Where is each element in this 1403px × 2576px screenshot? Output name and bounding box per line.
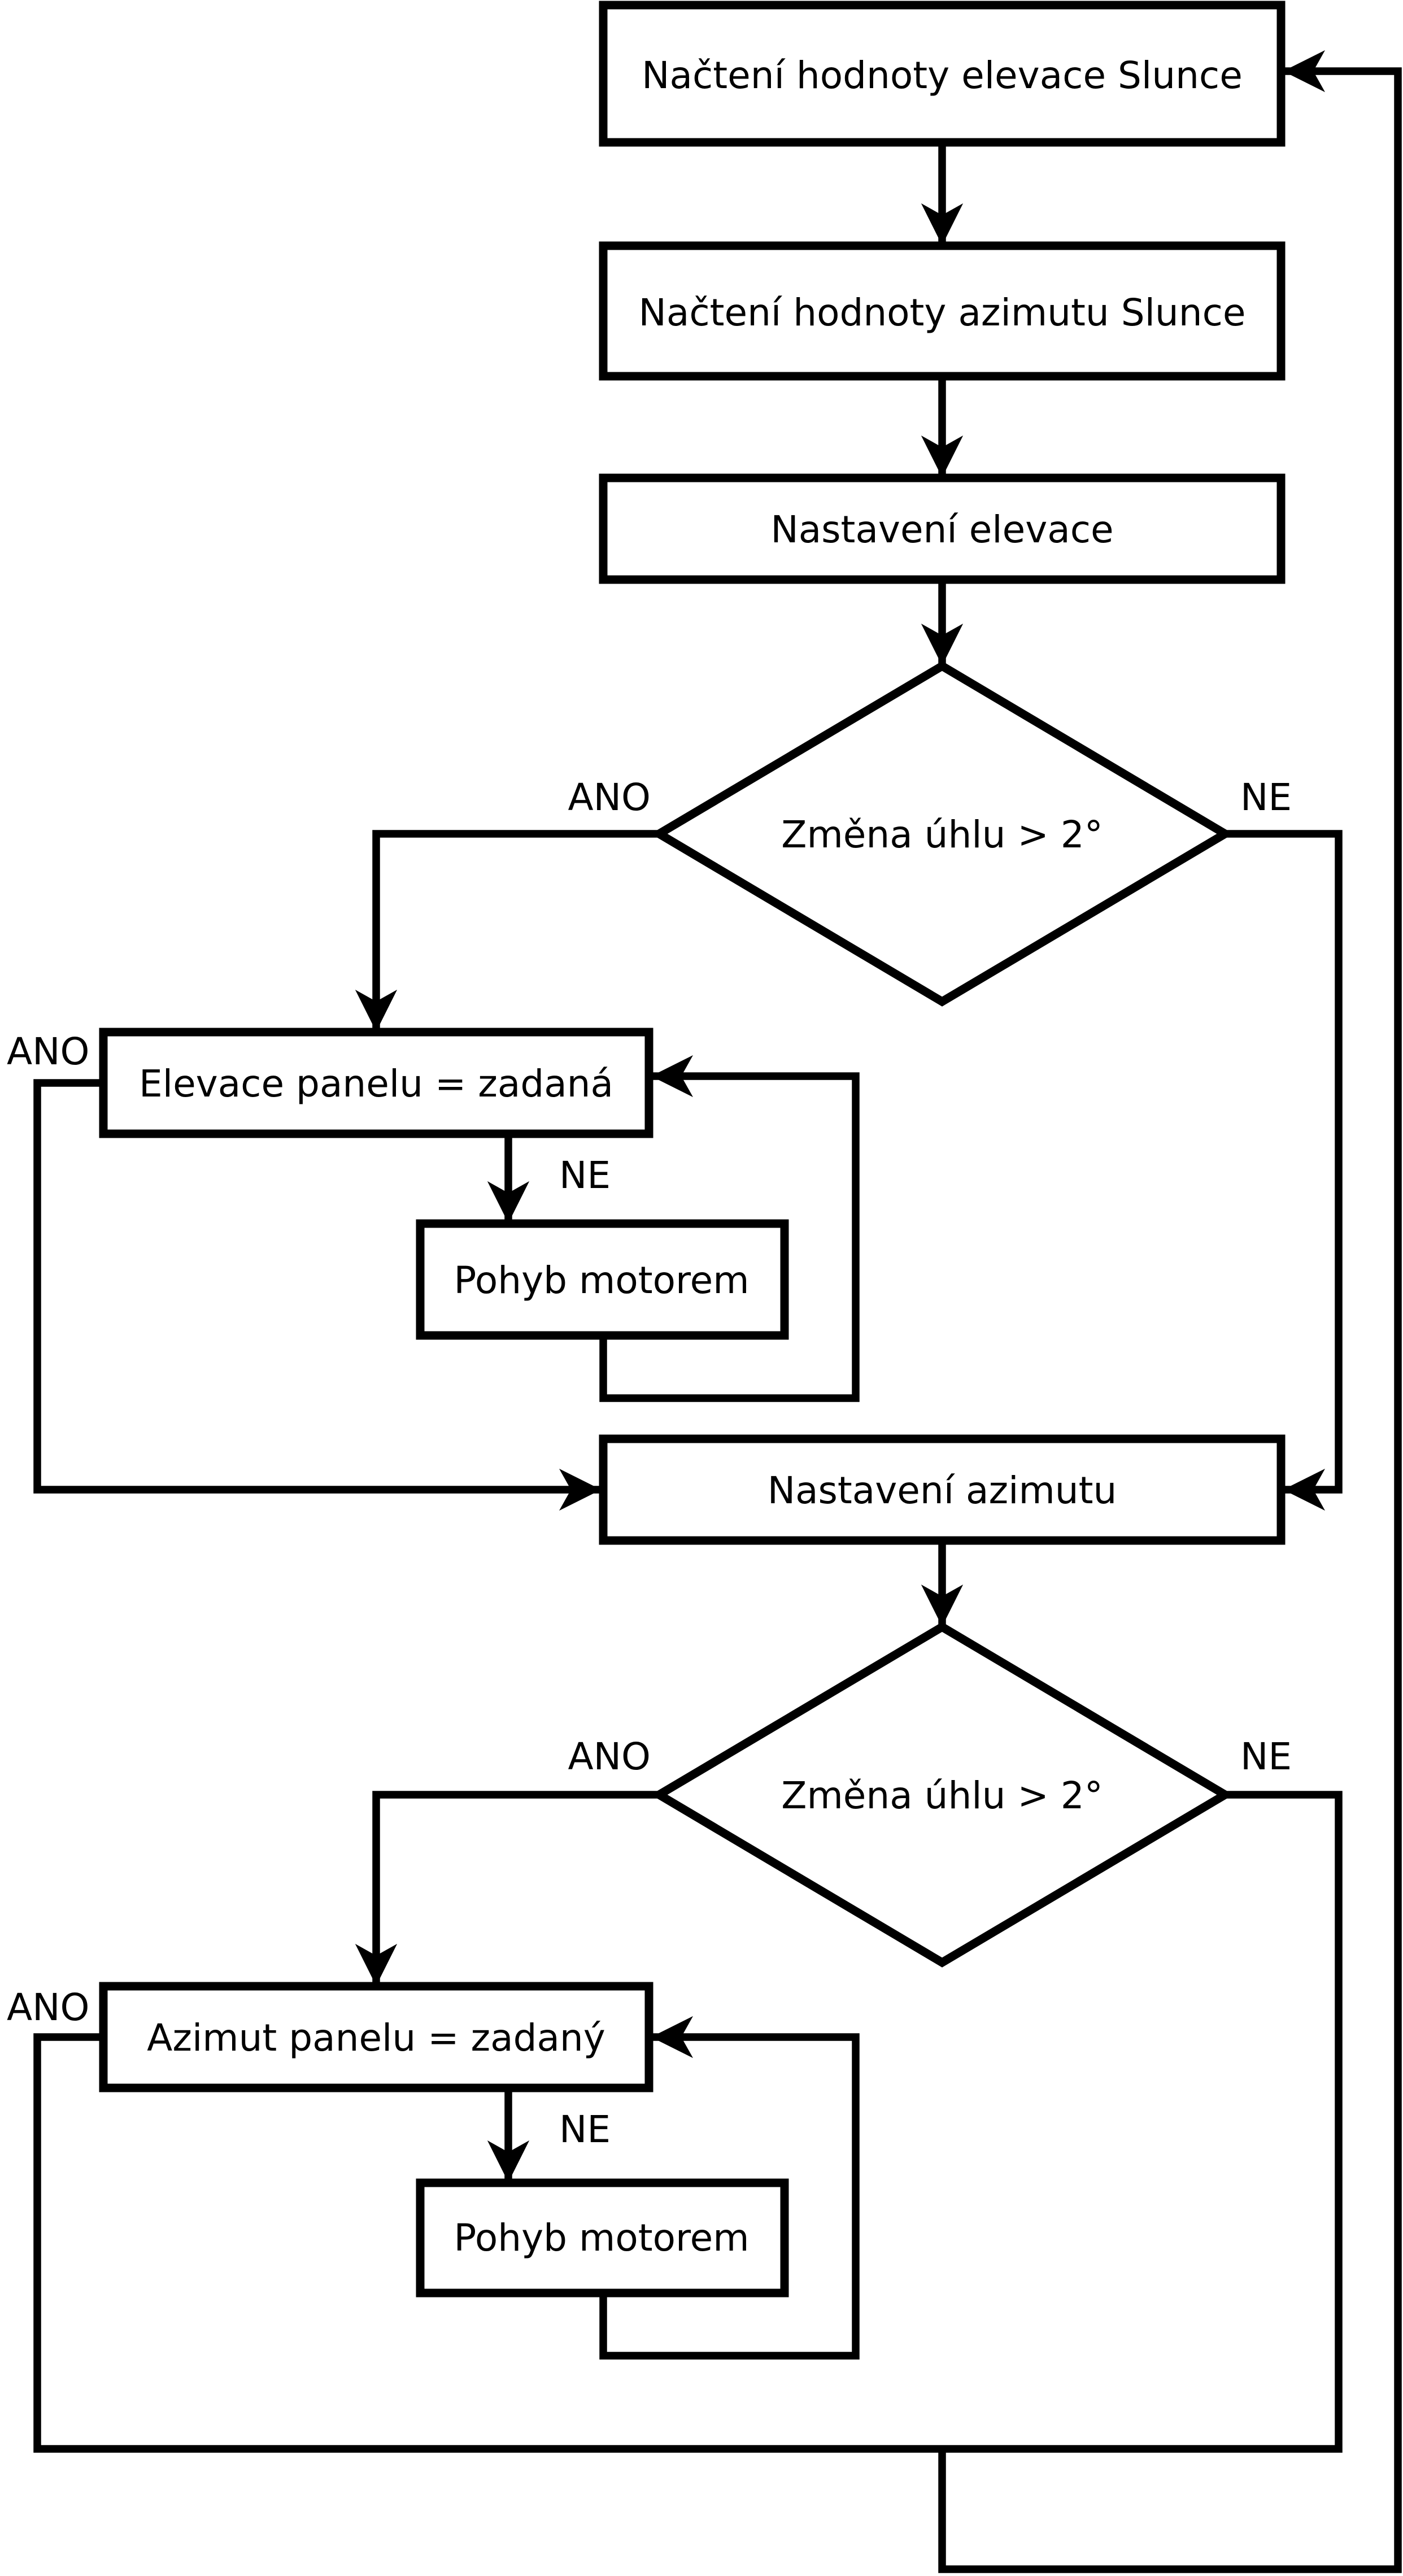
edge-decision-elevation-yes — [355, 830, 659, 1032]
node-set-elevation-box — [599, 473, 1286, 584]
node-motor-azimuth-box — [416, 2178, 789, 2297]
node-read-azimuth-label: Načtení hodnoty azimutu Slunce — [639, 291, 1246, 334]
edge-motor-azimuth-loop — [599, 2016, 860, 2360]
node-decision-elevation-diamond — [651, 661, 1234, 1007]
edge-decision-elevation-no — [1225, 830, 1343, 1511]
edge-decision-azimuth-yes — [355, 1791, 659, 1986]
node-set-elevation-label: Nastavení elevace — [770, 508, 1113, 551]
node-decision-azimuth: Změna úhlu > 2° — [651, 1622, 1234, 1968]
node-set-azimuth: Nastavení azimutu — [599, 1434, 1286, 1545]
node-read-elevation: Načtení hodnoty elevace Slunce — [599, 1, 1286, 147]
label-decision-elevation-yes: ANO — [568, 776, 651, 819]
label-decision-azimuth-no: NE — [1240, 1735, 1292, 1778]
node-decision-azimuth-label: Změna úhlu > 2° — [781, 1774, 1103, 1817]
node-motor-elevation-label: Pohyb motorem — [454, 1259, 749, 1302]
node-panel-azimuth: Azimut panelu = zadaný — [99, 1982, 653, 2092]
edge-return-loop — [938, 50, 1402, 2573]
node-motor-azimuth: Pohyb motorem — [416, 2178, 789, 2297]
label-panel-azimuth-no: NE — [559, 2108, 611, 2151]
node-panel-elevation-box — [99, 1028, 653, 1138]
node-decision-elevation: Změna úhlu > 2° — [651, 661, 1234, 1007]
node-panel-azimuth-label: Azimut panelu = zadaný — [147, 2016, 605, 2060]
node-set-azimuth-box — [599, 1434, 1286, 1545]
node-set-elevation: Nastavení elevace — [599, 473, 1286, 584]
label-decision-elevation-no: NE — [1240, 776, 1292, 819]
node-decision-azimuth-diamond — [651, 1622, 1234, 1968]
node-read-azimuth: Načtení hodnoty azimutu Slunce — [599, 241, 1286, 381]
node-motor-elevation-box — [416, 1219, 789, 1340]
node-motor-azimuth-label: Pohyb motorem — [454, 2216, 749, 2260]
edge-yes-no-merge-bus — [33, 1791, 1343, 2453]
node-panel-elevation: Elevace panelu = zadaná — [99, 1028, 653, 1138]
node-decision-elevation-label: Změna úhlu > 2° — [781, 813, 1103, 856]
node-panel-elevation-label: Elevace panelu = zadaná — [139, 1062, 613, 1106]
node-set-azimuth-label: Nastavení azimutu — [768, 1469, 1117, 1512]
node-read-elevation-box — [599, 1, 1286, 147]
edge-panel-elevation-yes — [33, 1079, 602, 1511]
label-panel-azimuth-yes: ANO — [7, 1986, 89, 2029]
node-panel-azimuth-box — [99, 1982, 653, 2092]
node-read-azimuth-box — [599, 241, 1286, 381]
label-panel-elevation-no: NE — [559, 1154, 611, 1197]
label-panel-elevation-yes: ANO — [7, 1030, 89, 1073]
node-read-elevation-label: Načtení hodnoty elevace Slunce — [642, 54, 1243, 97]
edge-motor-elevation-loop — [599, 1055, 860, 1402]
node-motor-elevation: Pohyb motorem — [416, 1219, 789, 1340]
label-decision-azimuth-yes: ANO — [568, 1735, 651, 1778]
